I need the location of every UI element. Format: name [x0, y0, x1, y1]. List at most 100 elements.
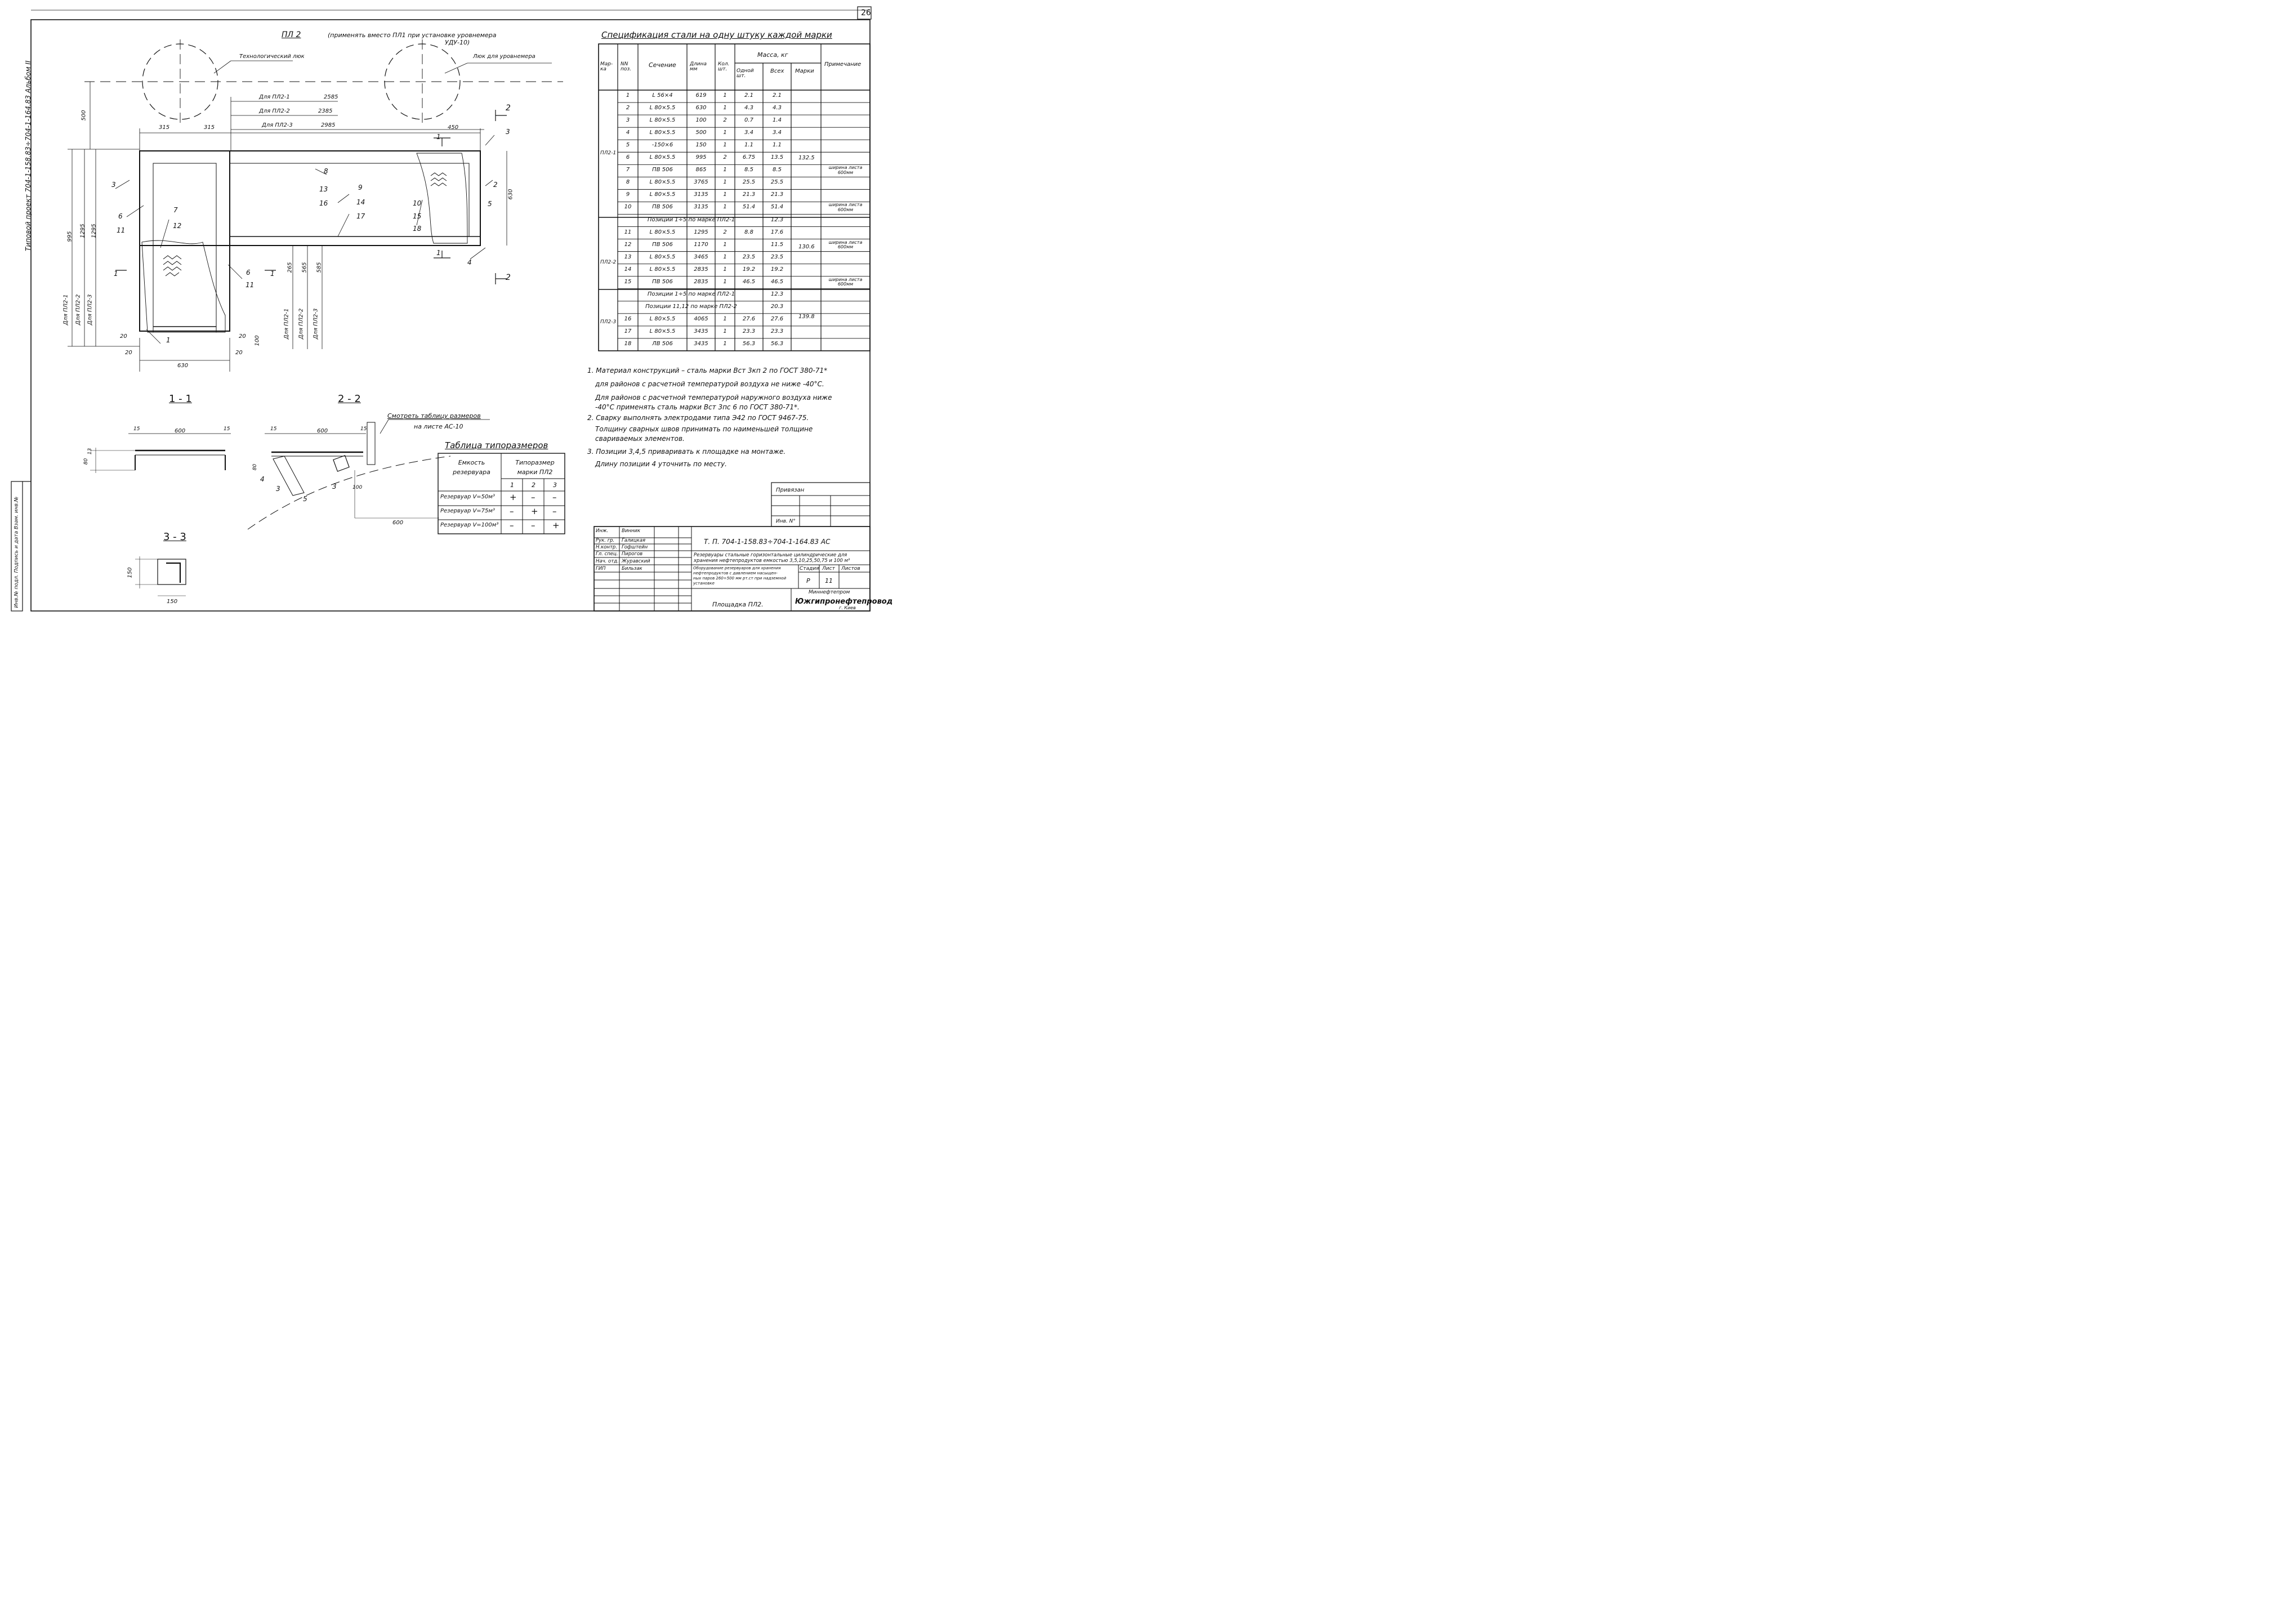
section-mark-2-top: 2 [506, 104, 511, 113]
tb-org: Южгипронефтепровод [795, 597, 893, 606]
vert-label-2: Для ПЛ2-2 [75, 294, 82, 325]
length-row-3-value: 2985 [321, 122, 336, 128]
sheet-number: 26 [861, 8, 871, 17]
pos-7: 7 [173, 206, 178, 214]
dim-630-right: 630 [507, 189, 514, 200]
side-stamp: Типовой проект 704-1-158.83÷704-1-164.83… [24, 60, 32, 251]
section-33-d150b: 150 [167, 599, 178, 605]
plan-note-1: (применять вместо ПЛ1 при установке уров… [328, 32, 497, 39]
spec-cell-all: 1.1 [773, 142, 782, 149]
tb-inv-label: Инв. N° [776, 519, 796, 524]
dim-565: 565 [301, 262, 308, 273]
note-line-3: Для районов с расчетной температурой нар… [595, 394, 832, 401]
tb-role: Нач. отд. [596, 559, 619, 564]
tb-ministry: Миннефтепром [809, 590, 850, 595]
spec-cell-pos: 7 [626, 167, 630, 173]
spec-cell-sec: L 56×4 [652, 92, 673, 99]
pos-5: 5 [488, 200, 492, 208]
spec-cell-qty: 1 [723, 241, 727, 248]
spec-cell-qty: 1 [723, 191, 727, 198]
pos-14: 14 [356, 198, 365, 206]
spec-title: Спецификация стали на одну штуку каждой … [601, 30, 832, 40]
spec-cell-pos: 17 [624, 328, 632, 334]
tb-name: Пирогов [622, 551, 643, 557]
sizes-cell: + [552, 520, 560, 530]
spec-group-3-mark: ПЛ2-3 [600, 319, 617, 325]
spec-cell-qty: 1 [723, 266, 727, 273]
tb-role: Инж. [596, 528, 609, 534]
spec-cell-pos: 3 [626, 117, 630, 124]
pos-4: 4 [467, 258, 472, 266]
tb-bind-label: Привязан [776, 487, 805, 493]
spec-cell-len: 619 [695, 92, 707, 99]
plan-note-2: УДУ-10) [445, 39, 470, 46]
spec-h-one: Одной шт. [737, 68, 754, 79]
section-22-d600: 600 [317, 428, 328, 434]
spec-cell-pos: 15 [624, 278, 632, 285]
spec-cell-sec: L 80×5.5 [649, 328, 676, 334]
spec-cell-one: 2.1 [744, 92, 753, 99]
pos-3-left: 3 [111, 181, 116, 189]
spec-cell-pos: 1 [626, 92, 630, 99]
spec-cell-sec: L 80×5.5 [649, 253, 676, 260]
vert-label-b3: Для ПЛ2-3 [313, 308, 319, 340]
spec-cell-one: 19.2 [742, 266, 756, 273]
spec-cell-len: 1295 [694, 229, 708, 235]
spec-cell-one: 8.8 [744, 229, 753, 235]
spec-cell-merged: Позиции 1÷5 по марке ПЛ2-1 [647, 216, 735, 223]
spec-cell-one: 46.5 [742, 278, 756, 285]
spec-cell-qty: 1 [723, 92, 727, 99]
spec-cell-pos: 2 [626, 105, 630, 111]
section-22-pos3: 3 [276, 485, 280, 493]
dim-20-b: 20 [125, 350, 132, 356]
spec-cell-one: 51.4 [742, 204, 756, 211]
sizes-col-3: 3 [553, 481, 557, 489]
spec-cell-len: 3435 [694, 340, 708, 347]
sizes-row-label: Резервуар V=50м³ [440, 494, 495, 500]
tb-sub-1: Оборудование резервуаров для хранения [693, 566, 781, 570]
spec-cell-len: 2835 [694, 266, 708, 273]
spec-cell-qty: 1 [723, 253, 727, 260]
spec-cell-pos: 13 [624, 253, 632, 260]
spec-cell-sec: L 80×5.5 [649, 117, 676, 124]
spec-cell-sec: L 80×5.5 [649, 130, 676, 136]
spec-cell-one: 0.7 [744, 117, 753, 124]
spec-cell-sec: L 80×5.5 [649, 266, 676, 273]
tb-role: Рук. гр. [596, 538, 615, 543]
section-33-title: 3 - 3 [163, 531, 186, 543]
left-stamp: Инв.№ подл. Подпись и дата Взам. инв.№ [14, 496, 20, 608]
vert-label-3: Для ПЛ2-3 [87, 294, 93, 325]
spec-cell-qty: 1 [723, 179, 727, 186]
spec-cell-one: 56.3 [742, 340, 756, 347]
pos-11-left: 11 [117, 226, 126, 234]
tb-sub-4: установке [693, 581, 715, 586]
pos-13: 13 [319, 185, 328, 193]
spec-group-3-mass: 139.8 [798, 314, 815, 320]
spec-cell-one: 1.1 [744, 142, 753, 149]
spec-cell-len: 3135 [694, 204, 708, 211]
spec-cell-one: 4.3 [744, 105, 753, 111]
spec-cell-qty: 2 [723, 229, 727, 235]
dim-450: 450 [448, 124, 459, 131]
tb-desc-2: хранения нефтепродуктов емкостью 3,5,10,… [694, 558, 850, 564]
spec-cell-pos: 16 [624, 315, 632, 322]
length-row-3-label: Для ПЛ2-3 [262, 122, 293, 128]
pos-8: 8 [324, 167, 328, 175]
spec-cell-sec: ПВ 506 [652, 167, 673, 173]
dim-100: 100 [254, 335, 261, 346]
spec-cell-one: 23.3 [742, 328, 756, 334]
spec-h-qty: Кол. шт. [718, 61, 730, 72]
dim-265: 265 [287, 262, 293, 273]
pos-6-left: 6 [118, 212, 123, 220]
spec-cell-qty: 1 [723, 130, 727, 136]
spec-cell-pos: 9 [626, 191, 630, 198]
spec-cell-note: ширина листа 600мм [828, 276, 863, 287]
spec-cell-all: 20.3 [770, 303, 784, 310]
spec-cell-pos: 8 [626, 179, 630, 186]
section-11-d15b: 15 [224, 426, 230, 432]
spec-cell-all: 13.5 [770, 154, 784, 161]
sizes-title: Таблица типоразмеров [445, 440, 548, 450]
spec-cell-len: 150 [695, 142, 707, 149]
spec-h-section: Сечение [649, 61, 676, 69]
tb-name: Гофштейн [622, 545, 648, 550]
